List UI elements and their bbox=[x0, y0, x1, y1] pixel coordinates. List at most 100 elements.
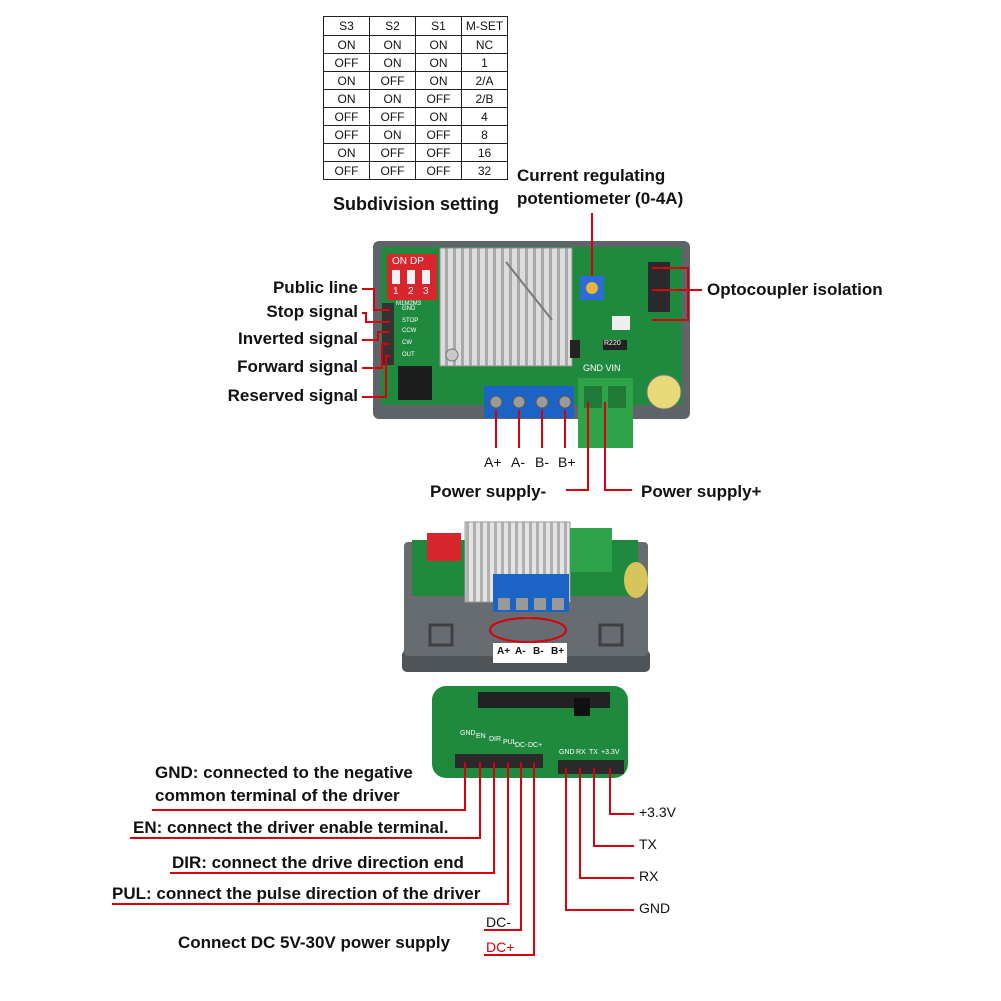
dc-plus-label: DC+ bbox=[486, 939, 515, 955]
table-cell: 2/A bbox=[461, 71, 508, 90]
signal-pin-label: STOP bbox=[402, 318, 419, 324]
power-plus-label: Power supply+ bbox=[641, 482, 762, 501]
lower-pin-label: B- bbox=[533, 646, 544, 657]
signal-header bbox=[382, 303, 394, 365]
ctrl-pin-label: DC- bbox=[515, 742, 528, 749]
table-cell: ON bbox=[323, 89, 370, 108]
heatsink bbox=[439, 247, 573, 367]
dip-number: 1 bbox=[393, 286, 399, 297]
resistor-label: R220 bbox=[604, 340, 621, 347]
pcb-connector bbox=[478, 692, 610, 708]
uart-pin-label: +3.3V bbox=[601, 749, 620, 756]
inverted-signal-label: Inverted signal bbox=[238, 329, 358, 348]
table-cell: ON bbox=[369, 125, 416, 144]
signal-pin-label: CCW bbox=[402, 328, 417, 334]
motor-pin-label: A+ bbox=[484, 454, 502, 470]
signal-pin-label: GND bbox=[402, 306, 416, 312]
tx-label: TX bbox=[639, 836, 657, 852]
gnd-label: GND bbox=[639, 900, 671, 916]
pot-label-line1: Current regulating bbox=[517, 166, 666, 185]
table-cell: OFF bbox=[369, 161, 416, 180]
lower-pin-label: A- bbox=[515, 646, 526, 657]
optocoupler-label: Optocoupler isolation bbox=[707, 280, 883, 299]
dc-minus-label: DC- bbox=[486, 914, 511, 930]
table-cell: ON bbox=[369, 89, 416, 108]
power-terminal-slot[interactable] bbox=[584, 386, 602, 408]
power-terminal-slot[interactable] bbox=[608, 386, 626, 408]
power-minus-label: Power supply- bbox=[430, 482, 547, 501]
pot-label-line2: potentiometer (0-4A) bbox=[517, 189, 684, 208]
pin-label-plate bbox=[493, 643, 567, 663]
v33-label: +3.3V bbox=[639, 804, 676, 820]
terminal-screw-icon bbox=[534, 598, 546, 610]
terminal-screw-icon[interactable] bbox=[512, 395, 526, 409]
dip-number: 2 bbox=[408, 286, 414, 297]
bottom-pcb bbox=[432, 686, 628, 778]
dip-key[interactable] bbox=[392, 270, 400, 284]
en-description: EN: connect the driver enable terminal. bbox=[133, 818, 449, 837]
leader-lines-bottom bbox=[112, 762, 634, 956]
gnd-vin-label: GND VIN bbox=[583, 363, 621, 373]
signal-pin-label: OUT bbox=[402, 352, 415, 358]
uart-header bbox=[558, 760, 624, 774]
optocoupler bbox=[648, 262, 670, 312]
reserved-signal-label: Reserved signal bbox=[227, 386, 358, 405]
capacitor bbox=[646, 374, 682, 410]
terminal-screw-icon[interactable] bbox=[558, 395, 572, 409]
potentiometer-screw-icon bbox=[586, 282, 598, 294]
case-clip bbox=[428, 623, 454, 647]
table-cell: OFF bbox=[415, 161, 462, 180]
terminal-screw-icon bbox=[516, 598, 528, 610]
power-description: Connect DC 5V-30V power supply bbox=[178, 933, 451, 952]
ic-chip bbox=[398, 366, 432, 400]
public-line-label: Public line bbox=[272, 278, 358, 297]
motor-pin-label: B+ bbox=[558, 454, 576, 470]
table-cell: ON bbox=[323, 143, 370, 162]
table-cell: 16 bbox=[461, 143, 508, 162]
motor-pin-label: A- bbox=[511, 454, 525, 470]
terminal-screw-icon[interactable] bbox=[489, 395, 503, 409]
ctrl-header bbox=[455, 754, 543, 768]
heatsink-screw bbox=[445, 348, 459, 362]
leader-optocoupler bbox=[652, 267, 702, 321]
terminal-screw-icon[interactable] bbox=[535, 395, 549, 409]
resistor bbox=[603, 340, 627, 350]
ctrl-pin-label: PUL bbox=[503, 739, 517, 746]
rx-label: RX bbox=[639, 868, 659, 884]
dip-on-label: ON bbox=[392, 256, 407, 267]
table-cell: OFF bbox=[369, 143, 416, 162]
forward-signal-label: Forward signal bbox=[237, 357, 358, 376]
ctrl-pin-label: GND bbox=[460, 730, 476, 737]
dip-key[interactable] bbox=[422, 270, 430, 284]
middle-board bbox=[402, 521, 650, 672]
lower-pin-label: A+ bbox=[497, 646, 511, 657]
component bbox=[570, 340, 580, 358]
leader-motor-pins bbox=[495, 410, 566, 448]
table-cell: ON bbox=[323, 35, 370, 54]
pul-description: PUL: connect the pulse direction of the … bbox=[112, 884, 481, 903]
led bbox=[612, 316, 630, 330]
ctrl-pin-label: DIR bbox=[489, 736, 502, 743]
capacitor bbox=[624, 562, 648, 598]
table-cell: OFF bbox=[415, 143, 462, 162]
dir-description: DIR: connect the drive direction end bbox=[172, 853, 464, 872]
dip-key[interactable] bbox=[407, 270, 415, 284]
dip-number: 3 bbox=[423, 286, 429, 297]
top-board bbox=[373, 241, 690, 448]
m-labels: M1M2M3 bbox=[396, 301, 422, 307]
heatsink-slot bbox=[505, 261, 553, 321]
dip-switch bbox=[427, 533, 461, 561]
signal-pin-label: CW bbox=[402, 340, 412, 346]
uart-pin-label: RX bbox=[576, 749, 586, 756]
subdivision-caption: Subdivision setting bbox=[333, 194, 500, 214]
lower-pin-label: B+ bbox=[551, 646, 565, 657]
terminal-screw-icon bbox=[498, 598, 510, 610]
motor-pin-label: B- bbox=[535, 454, 549, 470]
